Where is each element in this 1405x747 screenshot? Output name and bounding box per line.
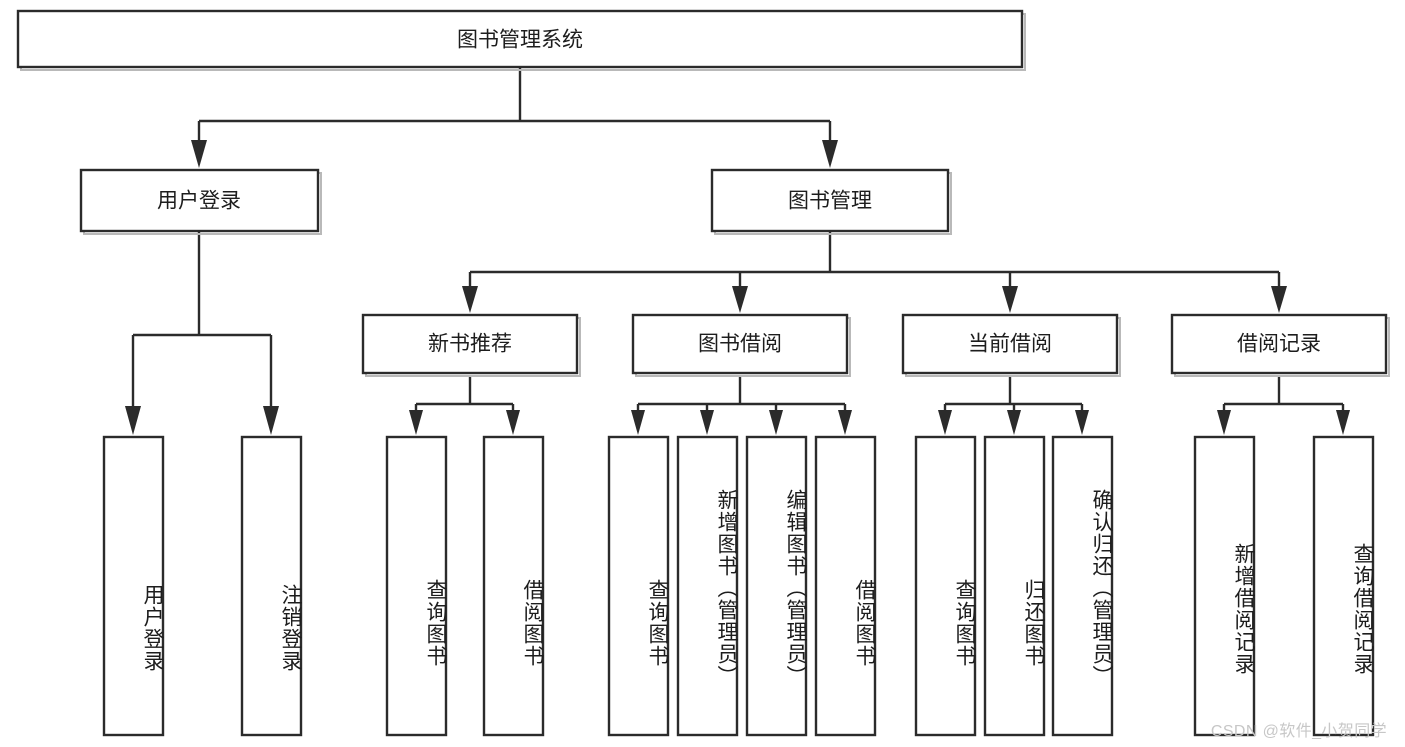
arrow-icon-newbook-leaf-1	[409, 410, 423, 435]
arrow-icon-user-login	[191, 140, 207, 168]
leaf-box-currentborrow-return[interactable]	[983, 435, 1046, 737]
connector-userlogin-to-leaves	[125, 232, 279, 435]
node-book-borrow[interactable]: 图书借阅	[631, 313, 851, 377]
node-borrow-record-box	[1170, 313, 1388, 375]
leaf-box-borrowbook-edit[interactable]	[745, 435, 808, 737]
leaf-box-logout[interactable]	[240, 435, 303, 737]
node-book-manage[interactable]: 图书管理	[710, 168, 952, 235]
leaf-box-newbook-borrow[interactable]	[482, 435, 545, 737]
node-book-manage-label: 图书管理	[788, 190, 872, 213]
arrow-icon-book-manage	[822, 140, 838, 168]
leaf-boxes	[102, 435, 1375, 737]
node-user-login[interactable]: 用户登录	[79, 168, 322, 235]
arrow-icon-borrowbook-leaf-4	[838, 410, 852, 435]
node-root[interactable]: 图书管理系统	[16, 9, 1026, 71]
arrow-icon-borrow-record	[1271, 286, 1287, 313]
leaf-box-borrowbook-query[interactable]	[607, 435, 670, 737]
arrow-icon-leaf-user-login	[125, 406, 141, 435]
arrow-icon-borrowbook-leaf-2	[700, 410, 714, 435]
node-new-book-recommend-label: 新书推荐	[428, 333, 512, 356]
connector-currentborrow-to-leaves	[938, 375, 1089, 435]
node-book-manage-box	[710, 168, 950, 233]
arrow-icon-currentborrow-leaf-1	[938, 410, 952, 435]
leaf-box-borrowbook-add[interactable]	[676, 435, 739, 737]
leaf-box-newbook-query[interactable]	[385, 435, 448, 737]
leaf-box-currentborrow-query[interactable]	[914, 435, 977, 737]
node-new-book-recommend[interactable]: 新书推荐	[361, 313, 581, 377]
node-user-login-label: 用户登录	[157, 190, 241, 213]
node-borrow-record[interactable]: 借阅记录	[1170, 313, 1390, 377]
leaf-box-borrowbook-borrow[interactable]	[814, 435, 877, 737]
connector-newbook-to-leaves	[409, 375, 520, 435]
arrow-icon-borrowrecord-leaf-1	[1217, 410, 1231, 435]
arrow-icon-leaf-logout	[263, 406, 279, 435]
connector-bookmanage-to-level2	[462, 232, 1287, 313]
arrow-icon-borrowbook-leaf-3	[769, 410, 783, 435]
node-new-book-recommend-box	[361, 313, 579, 375]
arrow-icon-borrowbook-leaf-1	[631, 410, 645, 435]
connector-root-to-level1	[191, 67, 838, 168]
arrow-icon-current-borrow	[1002, 286, 1018, 313]
leaf-box-user-login[interactable]	[102, 435, 165, 737]
arrow-icon-newbook-leaf-2	[506, 410, 520, 435]
connector-borrowbook-to-leaves	[631, 375, 852, 435]
node-current-borrow-box	[901, 313, 1119, 375]
node-book-borrow-box	[631, 313, 849, 375]
arrow-icon-borrowrecord-leaf-2	[1336, 410, 1350, 435]
leaf-box-currentborrow-confirm[interactable]	[1051, 435, 1114, 737]
node-borrow-record-label: 借阅记录	[1237, 333, 1321, 356]
connector-borrowrecord-to-leaves	[1217, 375, 1350, 435]
leaf-box-record-add[interactable]	[1193, 435, 1256, 737]
leaf-box-record-query[interactable]	[1312, 435, 1375, 737]
arrow-icon-currentborrow-leaf-2	[1007, 410, 1021, 435]
arrow-icon-currentborrow-leaf-3	[1075, 410, 1089, 435]
arrow-icon-borrow-book	[732, 286, 748, 313]
node-current-borrow-label: 当前借阅	[968, 333, 1052, 356]
node-current-borrow[interactable]: 当前借阅	[901, 313, 1121, 377]
node-user-login-box	[79, 168, 320, 233]
node-root-label: 图书管理系统	[457, 29, 583, 52]
node-book-borrow-label: 图书借阅	[698, 333, 782, 356]
arrow-icon-new-book	[462, 286, 478, 313]
csdn-watermark: CSDN @软件_小贺同学	[1210, 723, 1387, 740]
node-root-box	[16, 9, 1024, 69]
